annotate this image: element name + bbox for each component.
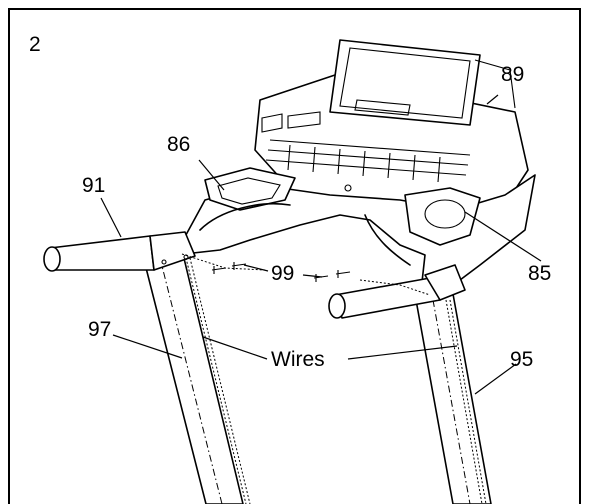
bolts-callout: 99 [271, 262, 295, 285]
left-handrail-callout: 91 [82, 174, 106, 197]
left-handrail-91 [43, 231, 196, 272]
left-holder-callout: 86 [167, 133, 191, 156]
step-number: 2 [29, 33, 41, 56]
right-upright-callout: 95 [510, 348, 534, 371]
left-upright-97 [142, 249, 251, 504]
left-upright-callout: 97 [88, 318, 112, 341]
leader-lines [100, 94, 542, 395]
right-upright-95 [415, 293, 492, 504]
wires-callout: Wires [271, 348, 325, 371]
console-callout: 89 [501, 63, 525, 86]
diagram-frame [8, 8, 581, 504]
right-handrail [328, 264, 466, 319]
right-holder-callout: 85 [528, 262, 552, 285]
